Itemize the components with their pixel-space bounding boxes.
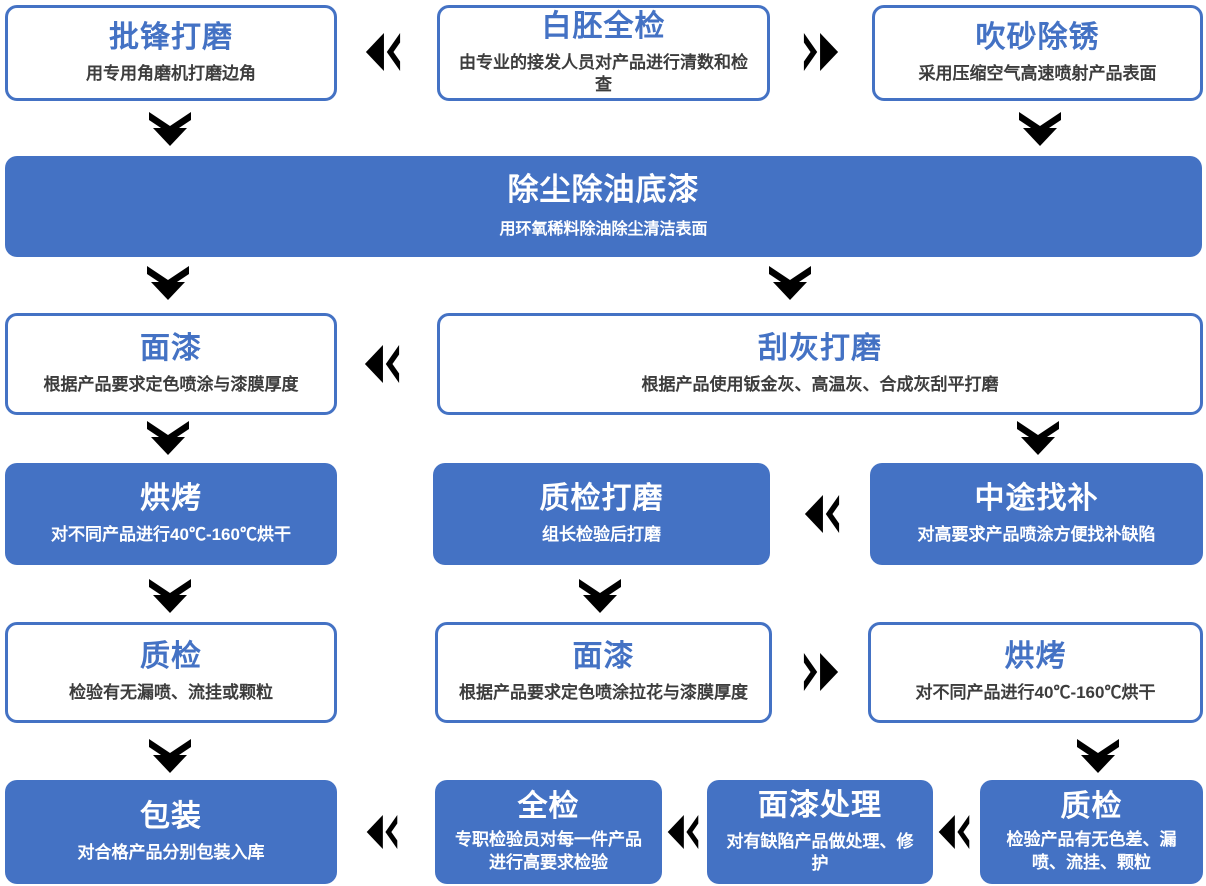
double-arrow-left-icon: [937, 812, 971, 852]
step-subtitle: 对不同产品进行40℃-160℃烘干: [915, 683, 1156, 703]
step-deburr-grinding: 批锋打磨 用专用角磨机打磨边角: [5, 5, 337, 101]
step-topcoat: 面漆 根据产品要求定色喷涂与漆膜厚度: [5, 313, 337, 415]
step-subtitle: 根据产品要求定色喷涂与漆膜厚度: [43, 374, 299, 394]
step-title: 质检: [1060, 790, 1123, 824]
double-arrow-left-icon: [363, 342, 401, 386]
step-title: 白胚全检: [541, 9, 666, 43]
double-arrow-left-icon: [364, 30, 402, 74]
step-subtitle: 对高要求产品喷涂方便找补缺陷: [917, 524, 1156, 544]
double-arrow-down-icon: [1017, 112, 1063, 146]
step-subtitle: 检验产品有无色差、漏喷、流挂、颗粒: [1006, 830, 1177, 872]
step-subtitle: 检验有无漏喷、流挂或颗粒: [69, 683, 273, 703]
double-arrow-right-icon: [802, 650, 840, 694]
step-title: 吹砂除锈: [975, 20, 1100, 54]
double-arrow-down-icon: [577, 579, 623, 613]
step-subtitle: 采用压缩空气高速喷射产品表面: [918, 63, 1157, 83]
step-subtitle: 对不同产品进行40℃-160℃烘干: [51, 524, 291, 544]
step-subtitle: 专职检验员对每一件产品进行高要求检验: [455, 830, 642, 872]
double-arrow-down-icon: [1015, 421, 1061, 455]
step-subtitle: 组长检验后打磨: [542, 524, 661, 544]
step-baking-2: 烘烤 对不同产品进行40℃-160℃烘干: [868, 622, 1203, 723]
step-full-inspection: 全检 专职检验员对每一件产品进行高要求检验: [435, 780, 662, 884]
double-arrow-down-icon: [147, 579, 193, 613]
step-title: 面漆: [140, 331, 202, 365]
step-sandblast-derust: 吹砂除锈 采用压缩空气高速喷射产品表面: [872, 5, 1203, 101]
step-title: 批锋打磨: [109, 20, 233, 54]
step-title: 面漆: [572, 640, 635, 674]
double-arrow-down-icon: [145, 266, 191, 300]
step-midway-touch-up: 中途找补 对高要求产品喷涂方便找补缺陷: [870, 463, 1203, 565]
step-title: 除尘除油底漆: [507, 171, 700, 207]
step-title: 面漆处理: [758, 788, 882, 822]
step-quality-inspection-2: 质检 检验产品有无色差、漏喷、流挂、颗粒: [980, 780, 1203, 884]
double-arrow-down-icon: [145, 421, 191, 455]
step-qc-grinding: 质检打磨 组长检验后打磨: [433, 463, 770, 565]
step-blank-full-inspection: 白胚全检 由专业的接发人员对产品进行清数和检查: [437, 5, 770, 101]
step-subtitle: 对合格产品分别包装入库: [77, 842, 265, 862]
double-arrow-down-icon: [1075, 739, 1121, 773]
step-putty-scrape-grinding: 刮灰打磨 根据产品使用钣金灰、高温灰、合成灰刮平打磨: [437, 313, 1203, 415]
step-title: 全检: [517, 790, 580, 824]
double-arrow-right-icon: [802, 30, 840, 74]
step-title: 中途找补: [974, 481, 1099, 515]
step-title: 质检: [140, 640, 202, 674]
step-title: 质检打磨: [539, 481, 664, 515]
step-title: 刮灰打磨: [758, 331, 882, 365]
step-title: 包装: [140, 799, 202, 833]
step-subtitle: 对有缺陷产品做处理、修护: [726, 831, 914, 873]
double-arrow-left-icon: [365, 812, 399, 852]
step-topcoat-2: 面漆 根据产品要求定色喷涂拉花与漆膜厚度: [435, 622, 772, 723]
step-quality-inspection: 质检 检验有无漏喷、流挂或颗粒: [5, 622, 337, 723]
step-subtitle: 用专用角磨机打磨边角: [86, 63, 256, 83]
step-title: 烘烤: [1004, 640, 1067, 674]
double-arrow-down-icon: [767, 266, 813, 300]
step-dust-oil-removal-primer: 除尘除油底漆 用环氧稀料除油除尘清洁表面: [5, 156, 1202, 257]
double-arrow-left-icon: [666, 812, 700, 852]
step-subtitle: 用环氧稀料除油除尘清洁表面: [499, 220, 708, 238]
step-packaging: 包装 对合格产品分别包装入库: [5, 780, 337, 884]
double-arrow-down-icon: [147, 112, 193, 146]
double-arrow-down-icon: [147, 739, 193, 773]
step-subtitle: 由专业的接发人员对产品进行清数和检查: [459, 52, 748, 94]
step-baking: 烘烤 对不同产品进行40℃-160℃烘干: [5, 463, 337, 565]
step-topcoat-treatment: 面漆处理 对有缺陷产品做处理、修护: [707, 780, 933, 884]
step-subtitle: 根据产品使用钣金灰、高温灰、合成灰刮平打磨: [641, 374, 999, 394]
step-title: 烘烤: [140, 481, 202, 515]
double-arrow-left-icon: [803, 492, 841, 536]
step-subtitle: 根据产品要求定色喷涂拉花与漆膜厚度: [459, 683, 748, 703]
